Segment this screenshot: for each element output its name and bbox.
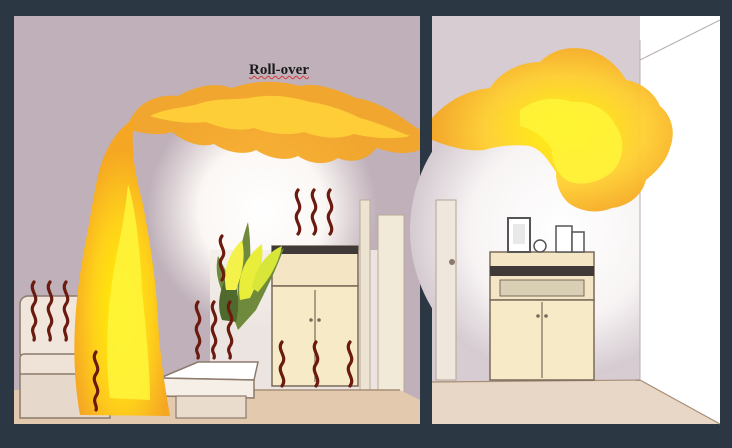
right-cabinet [490, 252, 594, 380]
roll-over-label: Roll-over [249, 62, 309, 79]
right-room-side-wall [640, 16, 720, 424]
right-room [410, 16, 720, 424]
doorway-frame [378, 215, 404, 393]
door-knob [449, 259, 455, 265]
left-room [14, 16, 420, 424]
doorway-post [360, 200, 370, 390]
right-doorway [436, 200, 456, 380]
